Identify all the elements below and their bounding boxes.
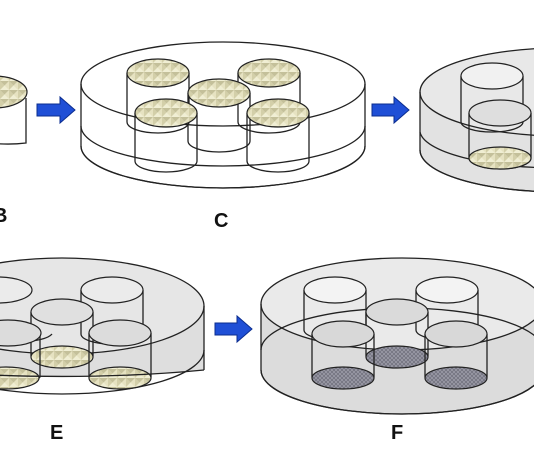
- right-arrow-icon: [36, 95, 76, 125]
- label-b: B: [0, 205, 7, 227]
- panel-f: F: [260, 257, 534, 444]
- panel-b: B: [0, 75, 28, 227]
- label-e: E: [50, 422, 63, 444]
- right-arrow-icon: [371, 95, 410, 125]
- panel-e: E: [0, 257, 205, 444]
- label-c: C: [214, 210, 228, 232]
- panel-d: [419, 48, 534, 192]
- panel-c: C: [80, 41, 366, 232]
- label-f: F: [391, 422, 403, 444]
- right-arrow-icon: [214, 314, 253, 344]
